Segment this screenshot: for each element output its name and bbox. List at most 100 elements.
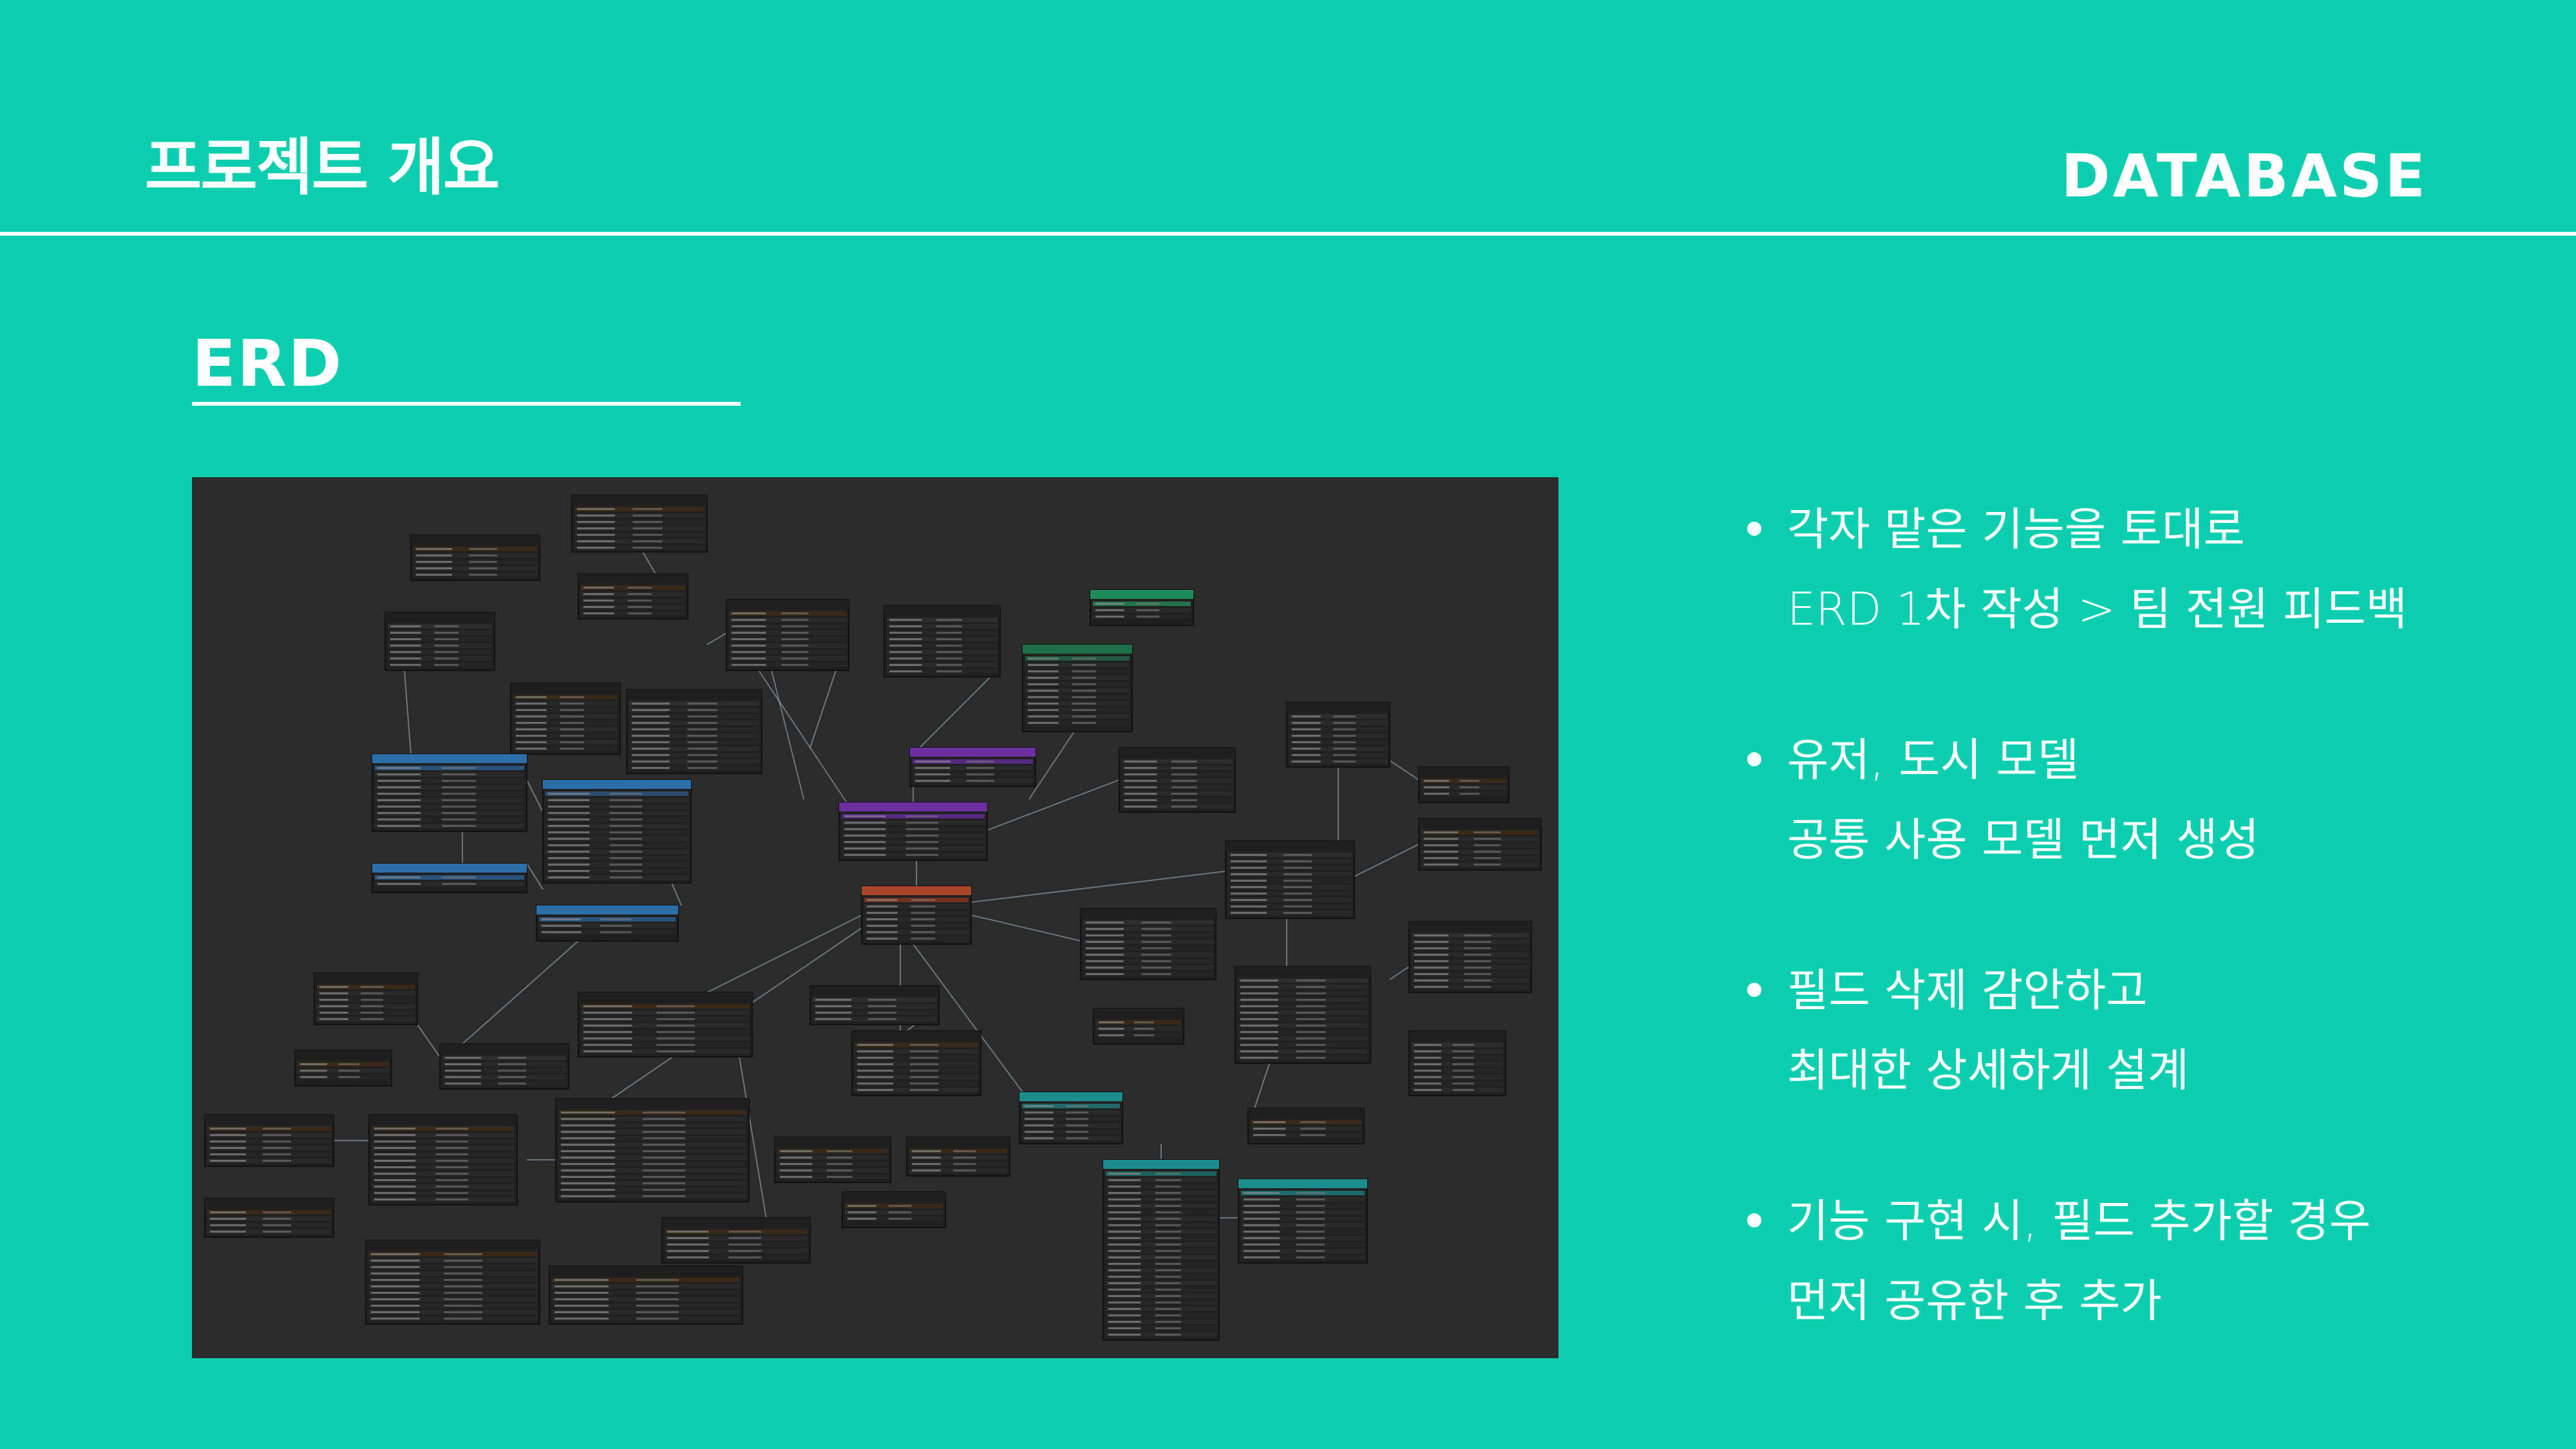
erd-table-header	[775, 1137, 891, 1146]
erd-type-mark	[632, 540, 663, 542]
erd-type-mark	[643, 1137, 685, 1139]
erd-type-mark	[911, 912, 935, 914]
erd-type-mark	[1300, 1134, 1326, 1136]
erd-type-mark	[966, 780, 994, 782]
erd-type-mark	[361, 1012, 384, 1014]
erd-field-mark	[1292, 741, 1321, 743]
erd-type-mark	[627, 606, 652, 608]
erd-field-mark	[1025, 1137, 1054, 1139]
erd-field-mark	[1414, 1076, 1441, 1078]
erd-field-mark	[374, 1166, 416, 1168]
erd-field-mark	[844, 815, 886, 817]
erd-type-mark	[687, 728, 717, 730]
erd-type-mark	[263, 1211, 291, 1213]
erd-field-mark	[1414, 954, 1449, 956]
erd-field-mark	[1028, 683, 1059, 685]
erd-type-mark	[1155, 1289, 1181, 1291]
erd-field-mark	[857, 1089, 893, 1091]
erd-field-mark	[1099, 1034, 1124, 1036]
erd-type-mark	[1155, 1308, 1181, 1310]
erd-type-mark	[687, 709, 717, 711]
erd-field-mark	[577, 508, 615, 510]
erd-type-mark	[905, 835, 939, 837]
erd-relation-line	[1028, 731, 1075, 800]
erd-field-mark	[561, 1137, 615, 1139]
erd-type-mark	[627, 593, 652, 595]
erd-field-mark	[1108, 1205, 1141, 1207]
erd-type-mark	[1155, 1269, 1181, 1271]
erd-type-mark	[444, 1318, 482, 1320]
erd-field-mark	[1240, 1012, 1278, 1014]
erd-table-header	[1238, 1179, 1367, 1188]
erd-field-mark	[857, 1057, 893, 1059]
erd-type-mark	[498, 1063, 526, 1065]
erd-field-mark	[319, 1012, 348, 1014]
erd-field-mark	[1124, 761, 1157, 762]
erd-field-mark	[377, 819, 421, 820]
erd-field-mark	[1424, 831, 1459, 833]
erd-type-mark	[636, 1318, 679, 1320]
erd-field-mark	[1244, 1198, 1280, 1200]
erd-field-mark	[374, 1160, 416, 1162]
erd-type-mark	[868, 1005, 896, 1007]
erd-field-mark	[445, 1057, 481, 1059]
erd-field-mark	[732, 632, 766, 634]
erd-field-mark	[667, 1237, 709, 1239]
erd-type-mark	[1300, 1121, 1326, 1123]
erd-type-mark	[656, 1037, 695, 1039]
erd-type-mark	[560, 748, 584, 750]
erd-field-mark	[416, 548, 452, 550]
erd-field-mark	[780, 1163, 813, 1165]
erd-table-header	[1023, 645, 1132, 654]
erd-relation-line	[1389, 760, 1419, 781]
erd-field-mark	[1414, 960, 1449, 962]
erd-field-mark	[1231, 899, 1267, 901]
erd-field-mark	[1414, 986, 1449, 988]
bullet-item: 유저, 도시 모델 공통 사용 모델 먼저 생성	[1742, 720, 2534, 880]
erd-type-mark	[1155, 1276, 1181, 1278]
erd-type-mark	[444, 1292, 482, 1294]
erd-type-mark	[609, 864, 643, 866]
erd-type-mark	[560, 728, 584, 730]
erd-field-mark	[1424, 851, 1459, 853]
erd-type-mark	[1296, 1211, 1325, 1213]
erd-field-mark	[1414, 973, 1449, 975]
erd-field-mark	[374, 1186, 416, 1188]
erd-field-mark	[732, 612, 766, 614]
erd-field-mark	[377, 799, 421, 801]
erd-type-mark	[498, 1083, 526, 1084]
erd-type-mark	[1155, 1198, 1181, 1200]
erd-type-mark	[936, 664, 962, 666]
erd-field-mark	[1424, 838, 1459, 840]
erd-type-mark	[643, 1163, 685, 1165]
erd-relation-line	[681, 914, 862, 1006]
erd-field-mark	[377, 825, 421, 827]
erd-type-mark	[1464, 967, 1492, 969]
erd-field-mark	[371, 1285, 420, 1287]
erd-field-mark	[371, 1273, 420, 1274]
erd-type-mark	[910, 1057, 938, 1059]
erd-type-mark	[361, 1005, 384, 1007]
erd-field-mark	[554, 1318, 609, 1320]
erd-field-mark	[667, 1244, 709, 1245]
erd-field-mark	[915, 767, 951, 769]
erd-type-mark	[442, 883, 476, 885]
erd-type-mark	[1452, 1089, 1474, 1091]
erd-type-mark	[889, 1218, 912, 1220]
erd-type-mark	[444, 1253, 482, 1255]
erd-table-header	[1094, 1009, 1184, 1018]
erd-type-mark	[1155, 1256, 1181, 1258]
erd-type-mark	[910, 1044, 938, 1046]
erd-type-mark	[1171, 767, 1197, 769]
erd-field-mark	[632, 715, 670, 717]
erd-type-mark	[687, 741, 717, 743]
erd-type-mark	[434, 651, 459, 653]
erd-field-mark	[1292, 715, 1321, 717]
erd-type-mark	[442, 799, 476, 801]
erd-field-mark	[374, 1147, 416, 1149]
erd-field-mark	[516, 703, 547, 705]
erd-field-mark	[1292, 728, 1321, 730]
erd-field-mark	[780, 1176, 813, 1178]
erd-type-mark	[1171, 799, 1197, 801]
erd-field-mark	[815, 1005, 851, 1007]
